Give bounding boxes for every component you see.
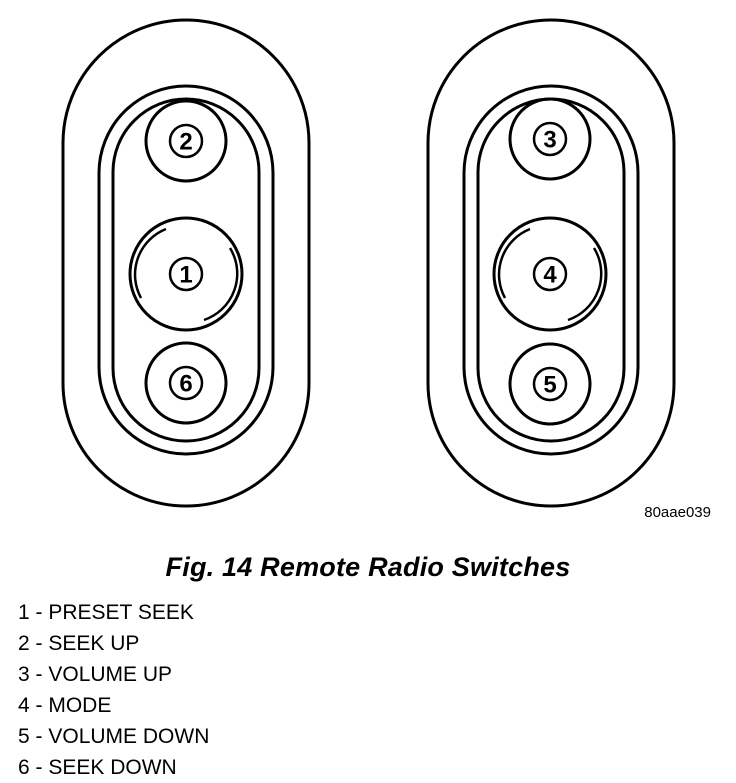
figure-code: 80aae039 — [644, 504, 711, 521]
legend-item: 3 - VOLUME UP — [18, 659, 209, 690]
legend-label: SEEK DOWN — [48, 756, 177, 779]
right-top-button-number: 3 — [543, 127, 556, 154]
left-top-button-number: 2 — [179, 129, 192, 156]
legend-number: 1 — [18, 601, 30, 624]
legend-separator: - — [29, 632, 49, 655]
switch-diagram: 2 1 6 3 4 5 80aae039 — [61, 18, 711, 521]
legend-item: 6 - SEEK DOWN — [18, 752, 209, 783]
right-middle-button-number: 4 — [543, 262, 557, 289]
legend-separator: - — [29, 694, 49, 717]
left-switch-assembly — [61, 18, 311, 508]
left-middle-button[interactable] — [128, 216, 244, 332]
left-middle-button-number: 1 — [179, 262, 192, 289]
legend-label: VOLUME UP — [48, 663, 173, 686]
legend-separator: - — [29, 756, 49, 779]
legend-number: 4 — [18, 694, 30, 717]
left-inner-bezel-outer — [97, 84, 275, 456]
legend-list: 1 - PRESET SEEK 2 - SEEK UP 3 - VOLUME U… — [18, 597, 209, 783]
legend-number: 3 — [18, 663, 30, 686]
right-middle-button[interactable] — [492, 216, 608, 332]
legend-separator: - — [29, 601, 49, 624]
right-outer-bezel — [426, 18, 676, 508]
left-bottom-button[interactable] — [144, 341, 228, 425]
legend-item: 4 - MODE — [18, 690, 209, 721]
left-bottom-button-number: 6 — [179, 371, 192, 398]
left-outer-bezel — [61, 18, 311, 508]
legend-number: 5 — [18, 725, 30, 748]
legend-separator: - — [29, 725, 49, 748]
right-switch-assembly — [426, 18, 676, 508]
legend-label: PRESET SEEK — [48, 601, 194, 624]
legend-item: 2 - SEEK UP — [18, 628, 209, 659]
legend-number: 6 — [18, 756, 30, 779]
legend-label: MODE — [48, 694, 112, 717]
legend-separator: - — [29, 663, 49, 686]
legend-label: SEEK UP — [48, 632, 140, 655]
legend-item: 1 - PRESET SEEK — [18, 597, 209, 628]
right-inner-bezel-outer — [462, 84, 640, 456]
left-top-button[interactable] — [144, 99, 228, 183]
right-bottom-button-number: 5 — [543, 372, 556, 399]
legend-label: VOLUME DOWN — [48, 725, 210, 748]
legend-number: 2 — [18, 632, 30, 655]
right-bottom-button[interactable] — [508, 342, 592, 426]
right-top-button[interactable] — [508, 97, 592, 181]
figure-caption: Fig. 14 Remote Radio Switches — [165, 552, 571, 582]
legend-item: 5 - VOLUME DOWN — [18, 721, 209, 752]
left-inner-bezel-inner — [111, 97, 261, 443]
